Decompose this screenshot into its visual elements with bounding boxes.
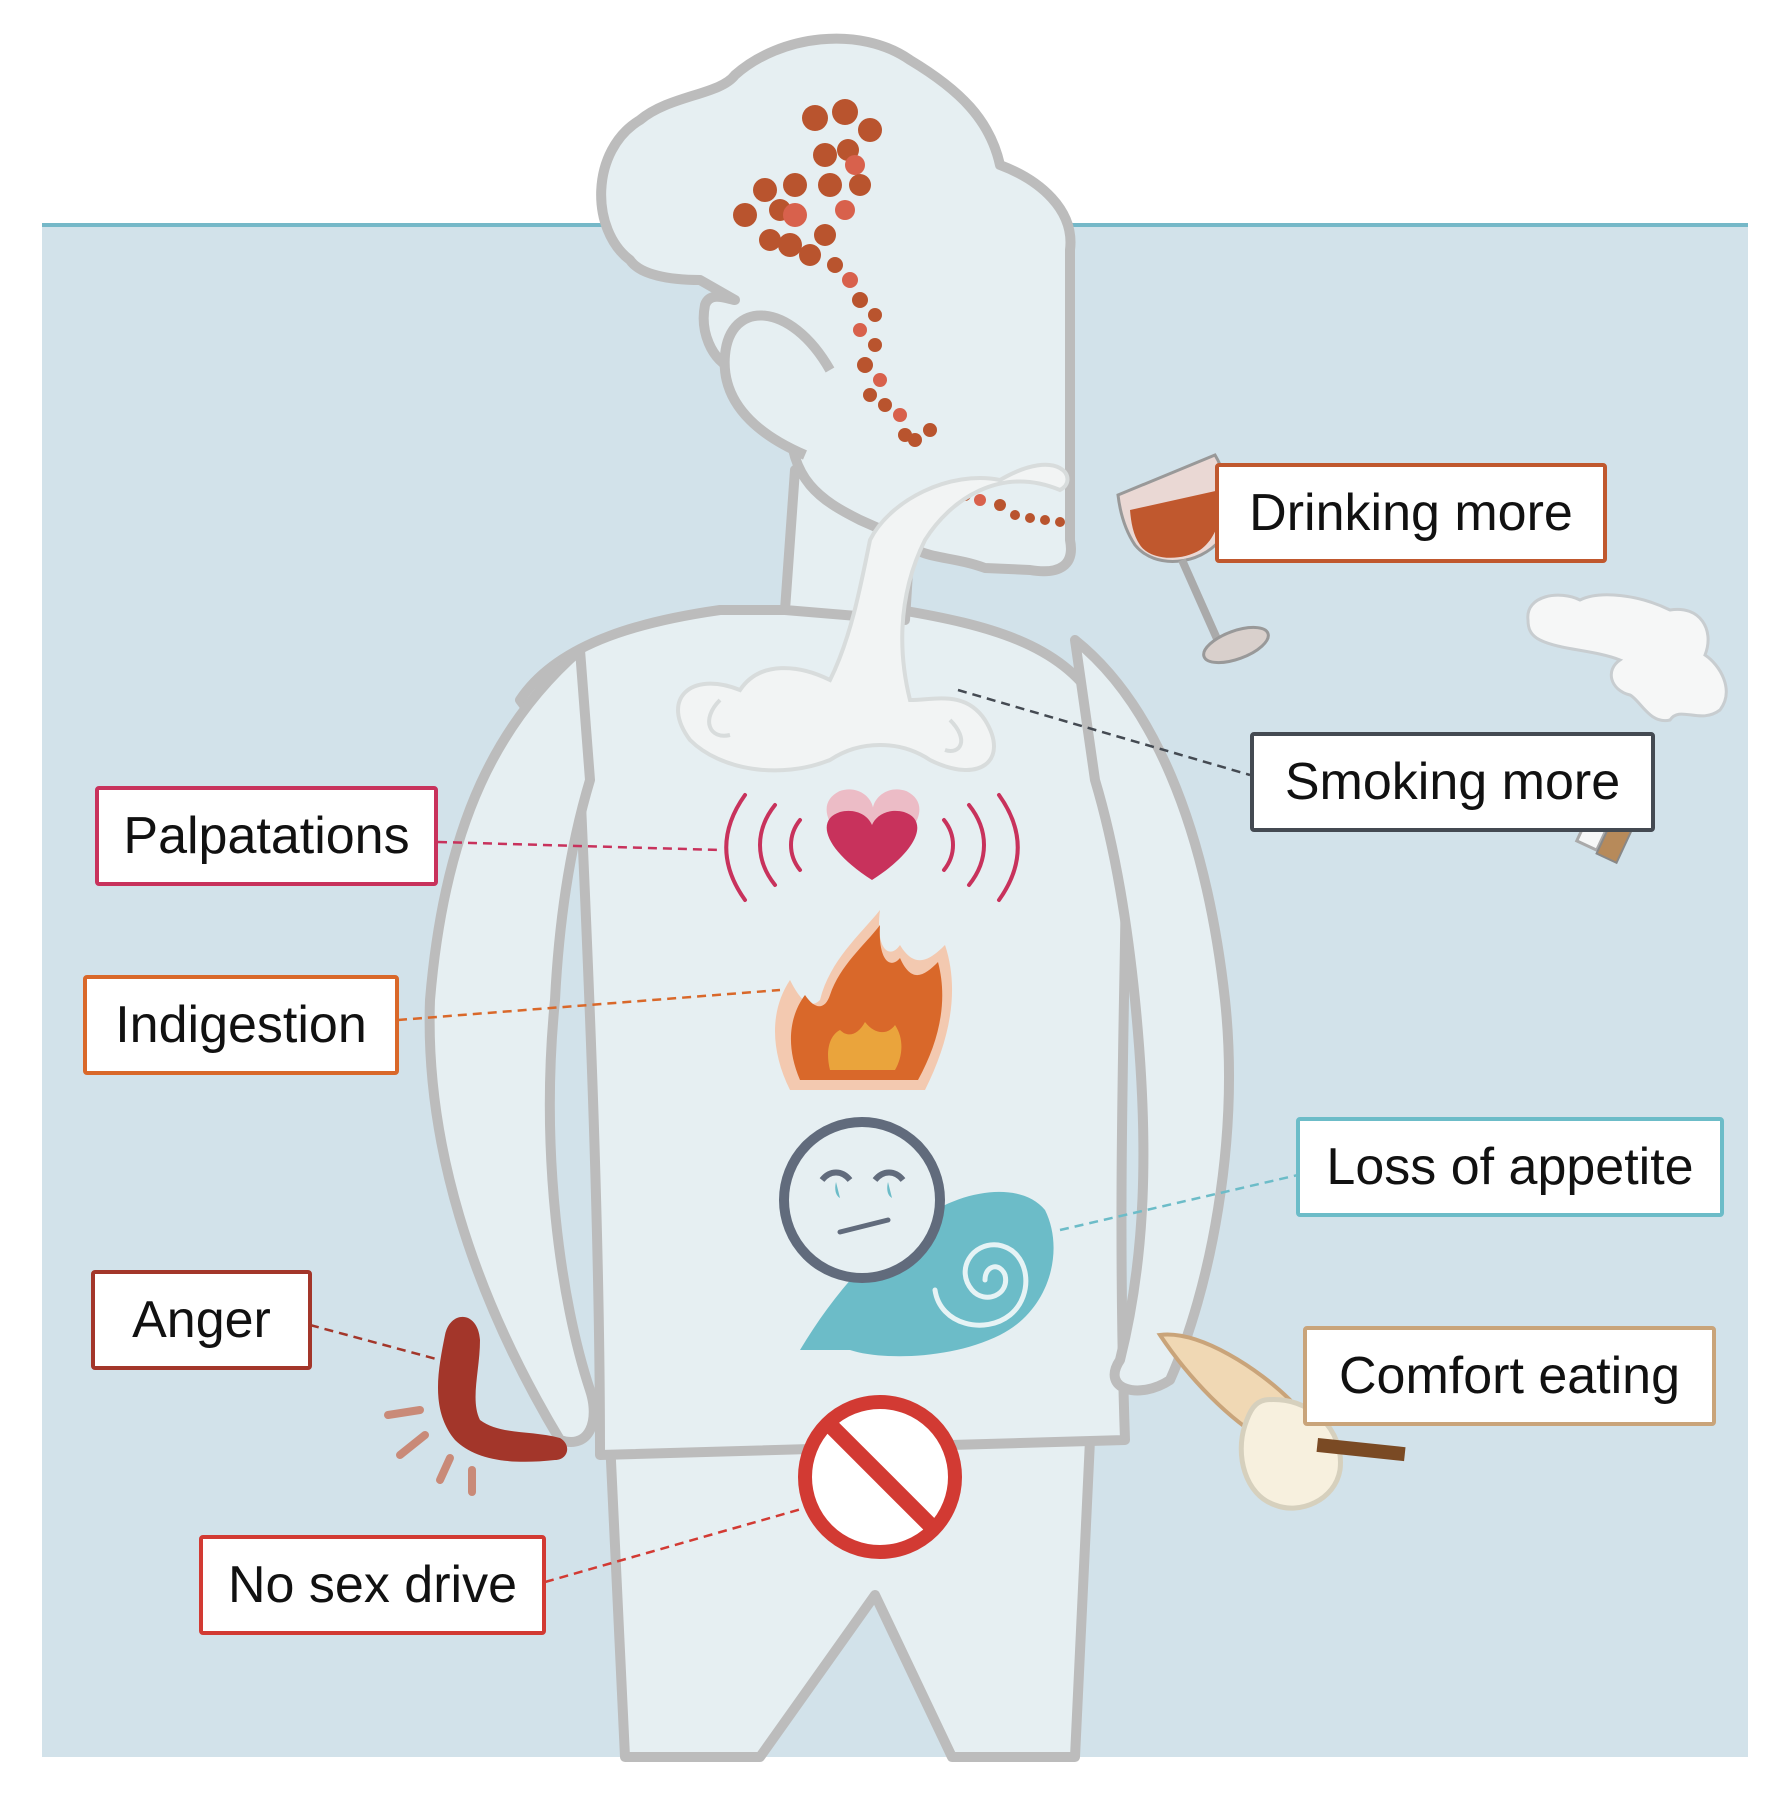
- label-no-sex-drive: No sex drive: [199, 1535, 546, 1635]
- prohibition-icon: [798, 1395, 962, 1559]
- heart-icon: [724, 789, 1020, 902]
- label-smoking-more: Smoking more: [1250, 732, 1655, 832]
- sad-snail-icon: [779, 1117, 1054, 1357]
- leader-lines: [309, 688, 1299, 1584]
- label-indigestion: Indigestion: [83, 975, 399, 1075]
- legs: [605, 1435, 1095, 1762]
- flame-icon: [775, 910, 953, 1090]
- leader-line-palpitations: [437, 840, 721, 852]
- wine-glass-icon: [1116, 453, 1270, 665]
- label-palpitations: Palpatations: [95, 786, 438, 886]
- left-arm: [424, 645, 599, 1447]
- label-comfort-eating: Comfort eating: [1303, 1326, 1716, 1426]
- ice-cream-cone-icon: [1156, 1332, 1406, 1511]
- lung-smoke: [676, 462, 1070, 773]
- label-loss-of-appetite: Loss of appetite: [1296, 1117, 1724, 1217]
- ear: [719, 310, 835, 460]
- leader-line-smoking: [957, 688, 1251, 777]
- leader-line-anger: [309, 1323, 441, 1362]
- person-silhouette: [424, 33, 1234, 1762]
- leader-line-indigestion: [397, 988, 781, 1022]
- leader-line-appetite: [1059, 1173, 1299, 1232]
- brain-dot-cluster: [733, 99, 1065, 527]
- head: [596, 33, 1076, 577]
- label-anger: Anger: [91, 1270, 312, 1370]
- leader-line-sex: [544, 1506, 806, 1584]
- right-arm: [1070, 635, 1234, 1396]
- bent-arm-icon: [384, 1316, 568, 1496]
- label-drinking-more: Drinking more: [1215, 463, 1607, 563]
